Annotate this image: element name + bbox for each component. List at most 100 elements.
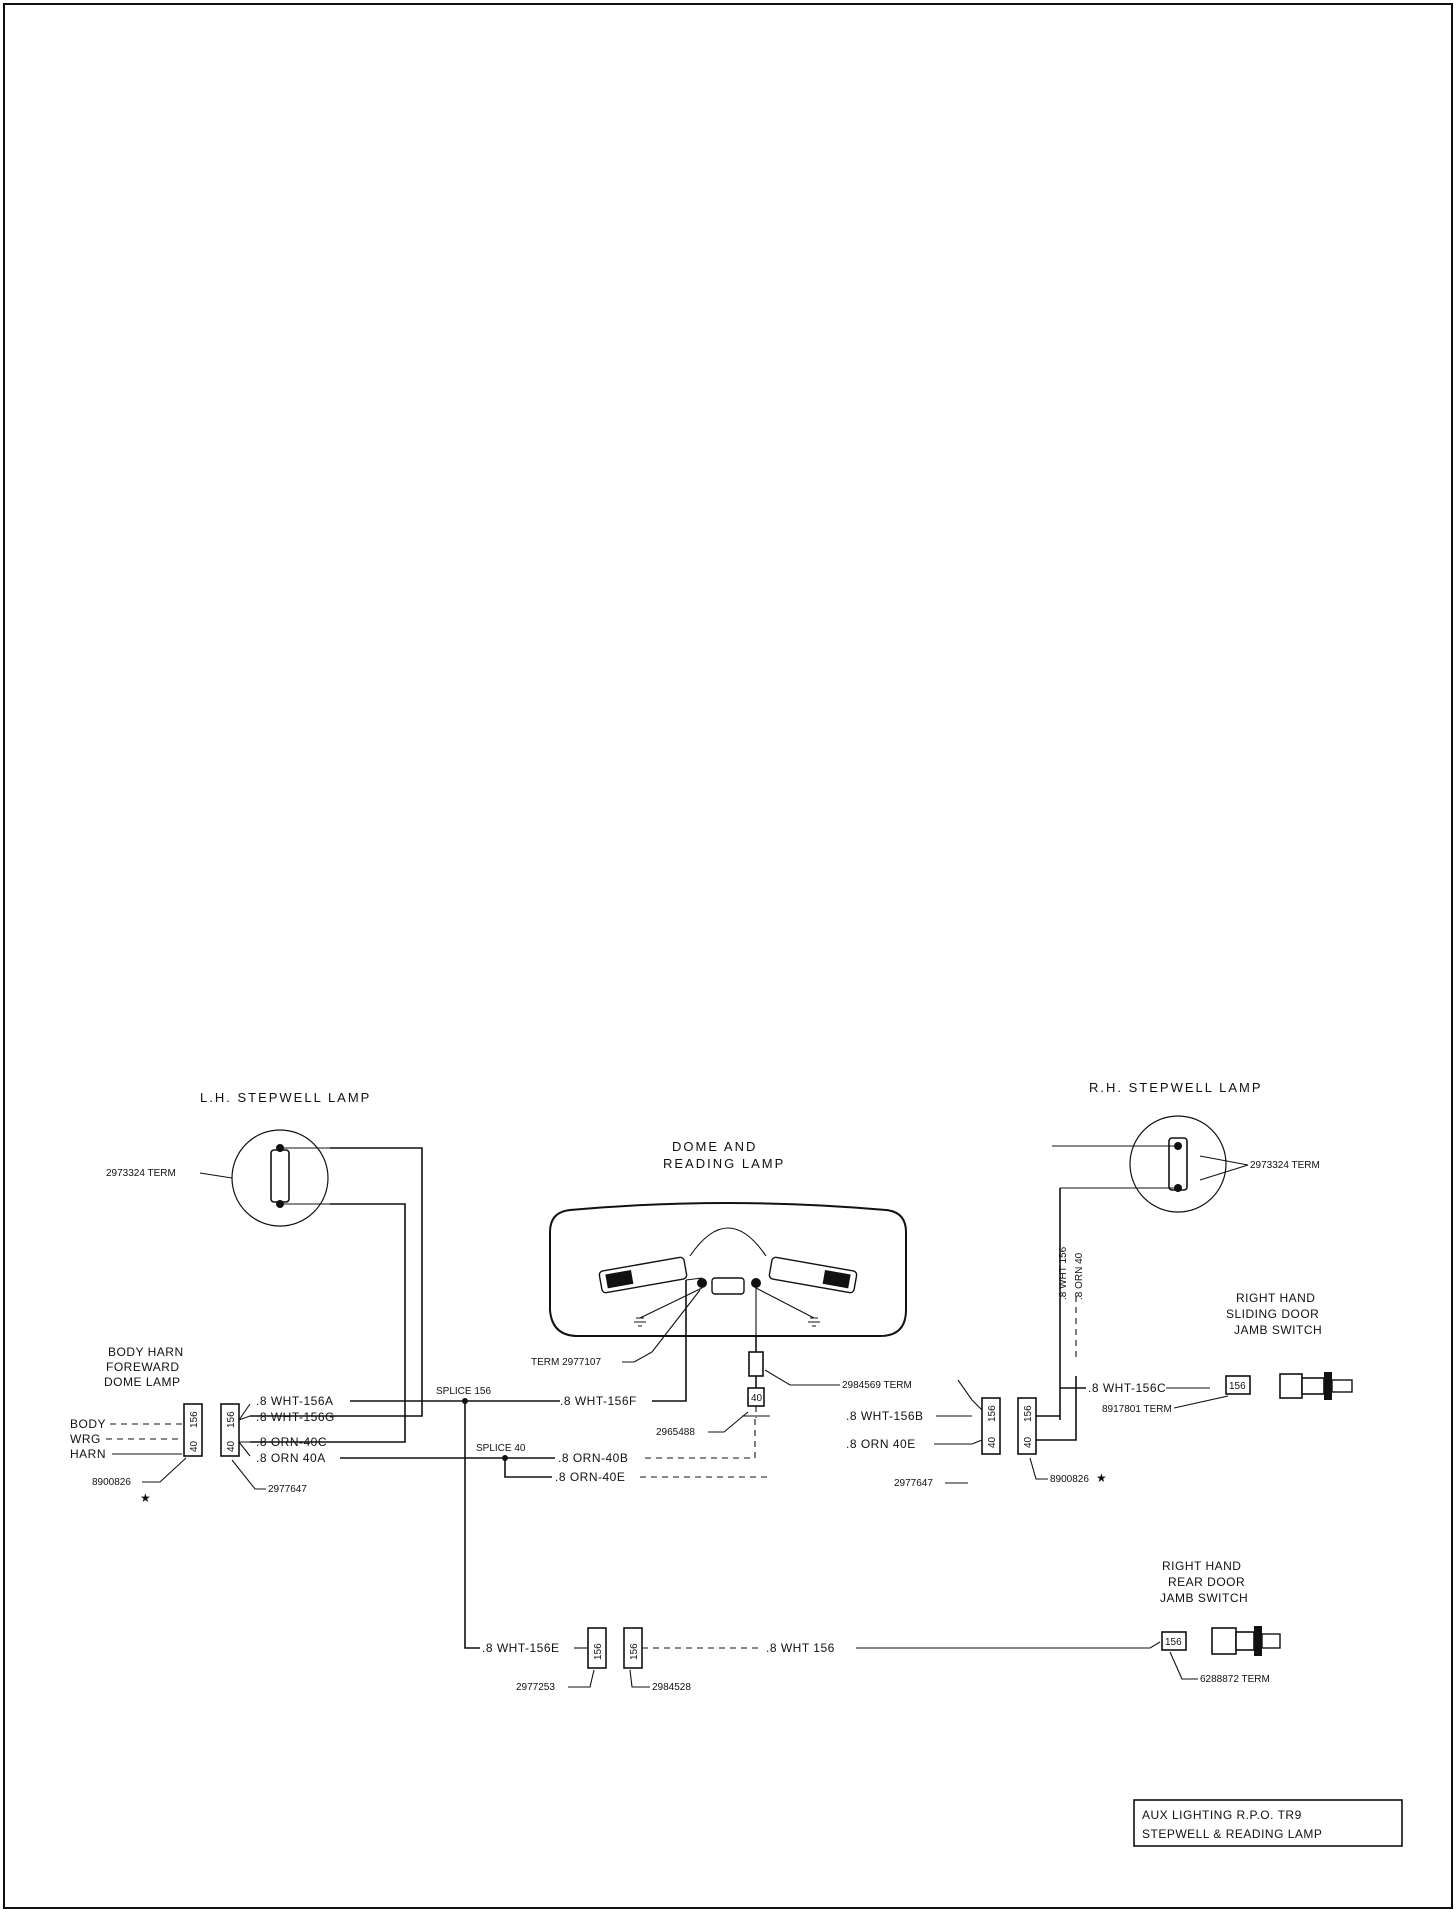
part-2977253-leader [568, 1669, 595, 1688]
wire-156c-label: .8 WHT-156C [1088, 1381, 1166, 1395]
wire-wht-156g-route [250, 1147, 423, 1417]
part-2984528-leader [629, 1669, 650, 1688]
lh-stepwell-lamp-label: L.H. STEPWELL LAMP [200, 1090, 371, 1105]
rh-bulb-contact-bottom [1174, 1184, 1182, 1192]
wire-156e-label: .8 WHT-156E [482, 1641, 560, 1655]
dome-lamp-housing [549, 1202, 907, 1337]
title-line-1: AUX LIGHTING R.P.O. TR9 [1142, 1808, 1302, 1822]
right-star: ★ [1096, 1471, 1107, 1485]
part-2965488-label: 2965488 [656, 1427, 695, 1438]
right-harness-connector [981, 1397, 1001, 1455]
left-star: ★ [140, 1491, 151, 1505]
wire-40e-right-label: .8 ORN 40E [846, 1437, 916, 1451]
sliding-label-3: JAMB SWITCH [1234, 1323, 1322, 1337]
center-dome-bulb [711, 1277, 745, 1295]
vertical-wht156-label: .8 WHT 156 [1058, 1246, 1069, 1300]
wire-orn-40e-drop [504, 1458, 552, 1478]
left-2977647-label: 2977647 [268, 1484, 307, 1495]
wire-40b-label: .8 ORN-40B [558, 1451, 628, 1465]
dome-lamp-center-arch [689, 1227, 767, 1257]
wire-156f-label: .8 WHT-156F [560, 1394, 637, 1408]
title-block [1133, 1799, 1403, 1847]
lh-bulb-contact-bottom [276, 1200, 284, 1208]
splice-40-label: SPLICE 40 [476, 1443, 526, 1454]
vertical-orn40-label: .8 ORN 40 [1074, 1252, 1085, 1300]
wire-40a-label: .8 ORN 40A [256, 1451, 326, 1465]
term-8917801-leader [1173, 1395, 1229, 1409]
left-2977647-leader [231, 1459, 266, 1490]
term-2984569-label: 2984569 TERM [842, 1380, 912, 1391]
left-harness-fan [238, 1403, 251, 1457]
rear-label-3: JAMB SWITCH [1160, 1591, 1248, 1605]
left-harness-conn-40: 40 [226, 1440, 237, 1452]
rear-body-conn-156: 156 [629, 1643, 640, 1660]
right-harness-conn-40: 40 [987, 1436, 998, 1448]
rh-bulb-contact-top [1174, 1142, 1182, 1150]
wire-156b-lead [936, 1379, 973, 1417]
wire-right-body-40-up [1036, 1376, 1077, 1441]
lh-lamp-term-label: 2973324 TERM [106, 1168, 176, 1179]
rear-switch-connector [1161, 1631, 1187, 1651]
left-harness-connector [220, 1403, 240, 1457]
body-harn-label-3: DOME LAMP [104, 1375, 181, 1389]
sliding-label-1: RIGHT HAND [1236, 1291, 1315, 1305]
dome-terminal-2984569 [748, 1351, 764, 1377]
body-harn-label-1: BODY HARN [108, 1345, 184, 1359]
term-2977107-label: TERM 2977107 [531, 1357, 601, 1368]
page-border [3, 3, 1453, 1909]
wire-orn-40b [645, 1418, 756, 1459]
sliding-door-jamb-switch [1279, 1372, 1353, 1400]
rear-label-1: RIGHT HAND [1162, 1559, 1241, 1573]
left-reading-bulb [598, 1256, 688, 1294]
sliding-label-2: SLIDING DOOR [1226, 1307, 1319, 1321]
lh-bulb-contact-top [276, 1144, 284, 1152]
wire-156a-label: .8 WHT-156A [256, 1394, 334, 1408]
dome-internal-leads [651, 1277, 757, 1353]
dome-contact-left [697, 1278, 707, 1288]
wire-156b-label: .8 WHT-156B [846, 1409, 924, 1423]
left-8900826-leader [142, 1457, 187, 1483]
part-2965488-leader [708, 1411, 749, 1433]
dome-label-2: READING LAMP [663, 1156, 785, 1171]
rh-lamp-term-label: 2973324 TERM [1250, 1160, 1320, 1171]
dome-label-1: DOME AND [672, 1139, 757, 1154]
term-2984569-leader [764, 1369, 840, 1386]
harn-label: HARN [70, 1447, 106, 1461]
body-harn-label-2: FOREWARD [106, 1360, 180, 1374]
left-8900826-label: 8900826 [92, 1477, 131, 1488]
wire-40e-left-label: .8 ORN-40E [555, 1470, 625, 1484]
right-reading-bulb [768, 1256, 858, 1294]
splice-156-label: SPLICE 156 [436, 1386, 491, 1397]
sliding-switch-connector [1225, 1375, 1251, 1395]
wire-orn-40c-route [250, 1203, 406, 1443]
dome-ground-right [755, 1287, 820, 1327]
rear-harness-conn-156: 156 [593, 1643, 604, 1660]
left-body-conn-40: 40 [189, 1440, 200, 1452]
wire-40c-label: .8 ORN-40C [256, 1435, 327, 1449]
sliding-switch-conn-156: 156 [1229, 1381, 1246, 1392]
rh-term-leader [1199, 1155, 1249, 1181]
rh-stepwell-lamp-housing [1129, 1115, 1227, 1213]
right-2977647-label: 2977647 [894, 1478, 933, 1489]
wire-156g-label: .8 WHT-156G [256, 1410, 335, 1424]
term-2977107-leader [622, 1351, 653, 1363]
wire-wht-156e-route [464, 1401, 480, 1649]
wire-wht-156f-to-dome [652, 1280, 687, 1402]
term-6288872-label: 6288872 TERM [1200, 1674, 1270, 1685]
right-body-conn-156: 156 [1023, 1405, 1034, 1422]
left-body-conn-156: 156 [189, 1411, 200, 1428]
right-8900826-leader [1029, 1457, 1048, 1480]
rear-label-2: REAR DOOR [1168, 1575, 1245, 1589]
rear-switch-conn-156: 156 [1165, 1637, 1182, 1648]
body-label: BODY [70, 1417, 106, 1431]
right-harness-conn-156: 156 [987, 1405, 998, 1422]
part-2977253-label: 2977253 [516, 1682, 555, 1693]
wire-156-label: .8 WHT 156 [766, 1641, 835, 1655]
left-body-connector [183, 1403, 203, 1457]
right-8900826-label: 8900826 [1050, 1474, 1089, 1485]
lh-term-leader [199, 1172, 233, 1179]
lh-stepwell-bulb [270, 1149, 290, 1203]
dome-ground-left [634, 1287, 703, 1327]
